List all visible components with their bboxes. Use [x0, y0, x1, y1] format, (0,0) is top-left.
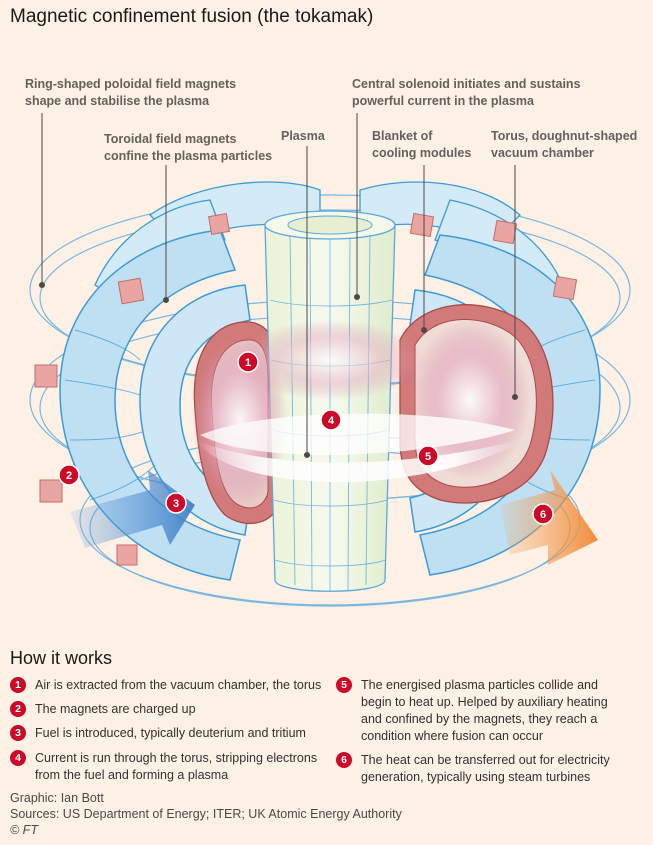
marker-1-label: 1: [245, 357, 251, 369]
step-3: 3 Fuel is introduced, typically deuteriu…: [10, 725, 330, 742]
marker-6: 6: [532, 503, 554, 525]
marker-5-label: 5: [425, 451, 431, 463]
step-3-badge: 3: [10, 725, 26, 741]
footer-graphic-credit: Graphic: Ian Bott: [10, 791, 104, 805]
step-6-text: The heat can be transferred out for elec…: [361, 753, 610, 784]
step-6-badge: 6: [336, 752, 352, 768]
marker-3-label: 3: [173, 498, 179, 510]
step-5-badge: 5: [336, 677, 352, 693]
fuel-injection-arrow: [70, 470, 195, 548]
step-2-text: The magnets are charged up: [35, 702, 196, 716]
marker-3: 3: [165, 492, 187, 514]
step-5: 5 The energised plasma particles collide…: [336, 677, 616, 745]
step-3-text: Fuel is introduced, typically deuterium …: [35, 726, 306, 740]
marker-2: 2: [58, 464, 80, 486]
footer-sources: Sources: US Department of Energy; ITER; …: [10, 807, 402, 821]
central-solenoid: [264, 210, 396, 592]
marker-6-label: 6: [540, 509, 546, 521]
how-it-works-title: How it works: [10, 648, 113, 668]
leader-lines: [39, 113, 518, 458]
marker-4: 4: [320, 409, 342, 431]
marker-4-label: 4: [328, 415, 335, 427]
poloidal-magnet-blocks: [34, 212, 578, 566]
marker-1: 1: [237, 351, 259, 373]
step-2: 2 The magnets are charged up: [10, 701, 330, 718]
label-plasma: Plasma: [281, 129, 325, 143]
marker-5: 5: [417, 445, 439, 467]
plasma: [192, 320, 530, 505]
step-4: 4 Current is run through the torus, stri…: [10, 750, 330, 784]
step-4-badge: 4: [10, 750, 26, 766]
page-title: Magnetic confinement fusion (the tokamak…: [10, 6, 374, 27]
toroidal-magnets-left: [59, 229, 251, 581]
step-1: 1 Air is extracted from the vacuum chamb…: [10, 677, 330, 694]
footer-copyright: © FT: [10, 823, 38, 837]
step-2-badge: 2: [10, 701, 26, 717]
step-markers: 1 2 3 4 5 6: [58, 351, 554, 525]
tokamak-diagram: 1 2 3 4 5 6: [29, 113, 631, 607]
step-6: 6 The heat can be transferred out for el…: [336, 752, 616, 786]
step-5-text: The energised plasma particles collide a…: [361, 678, 608, 743]
step-1-badge: 1: [10, 677, 26, 693]
step-1-text: Air is extracted from the vacuum chamber…: [35, 678, 322, 692]
marker-2-label: 2: [66, 470, 72, 482]
step-4-text: Current is run through the torus, stripp…: [35, 751, 318, 782]
